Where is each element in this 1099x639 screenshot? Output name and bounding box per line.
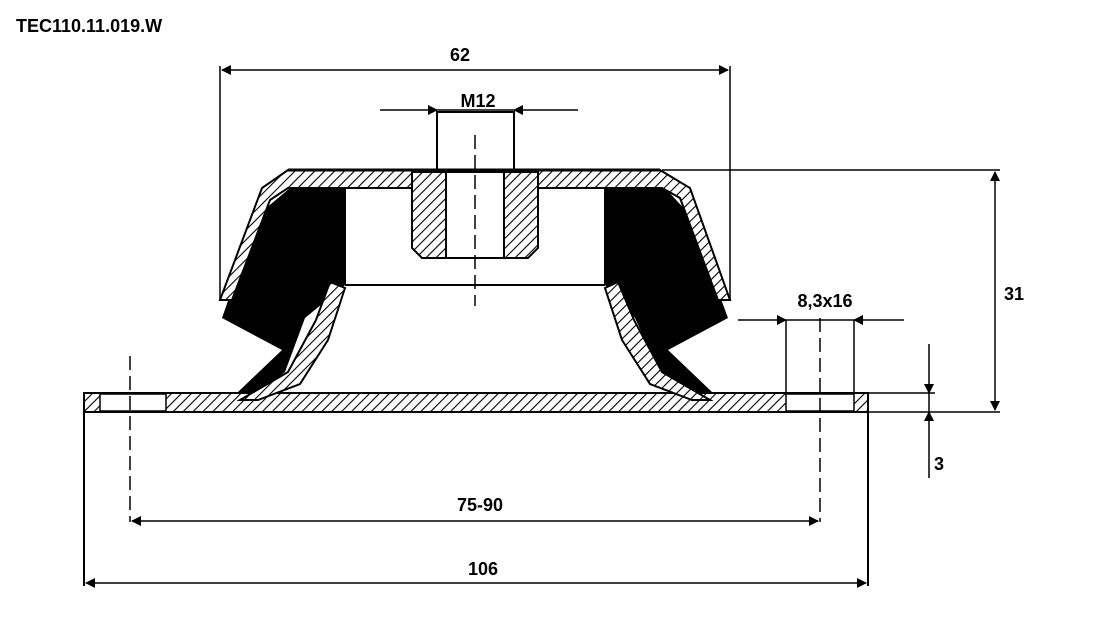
- dimension-plate-thickness: 3: [868, 344, 944, 478]
- dimension-top-width: 62: [219, 45, 731, 300]
- dimension-base-width: 106: [85, 559, 867, 588]
- base-width-label: 106: [468, 559, 498, 579]
- plate-thickness-label: 3: [934, 454, 944, 474]
- dimension-thread: M12: [380, 91, 578, 115]
- center-lines: [129, 135, 821, 522]
- top-width-label: 62: [450, 45, 470, 65]
- slot-label: 8,3x16: [797, 291, 852, 311]
- dimension-height: 31: [662, 169, 1024, 413]
- part-code-title: TEC110.11.019.W: [16, 16, 163, 36]
- dimension-hole-spacing: 75-90: [131, 495, 819, 526]
- dimension-slot: 8,3x16: [738, 291, 904, 325]
- thread-label: M12: [460, 91, 495, 111]
- height-label: 31: [1004, 284, 1024, 304]
- hole-spacing-label: 75-90: [457, 495, 503, 515]
- base-plate: [83, 320, 869, 586]
